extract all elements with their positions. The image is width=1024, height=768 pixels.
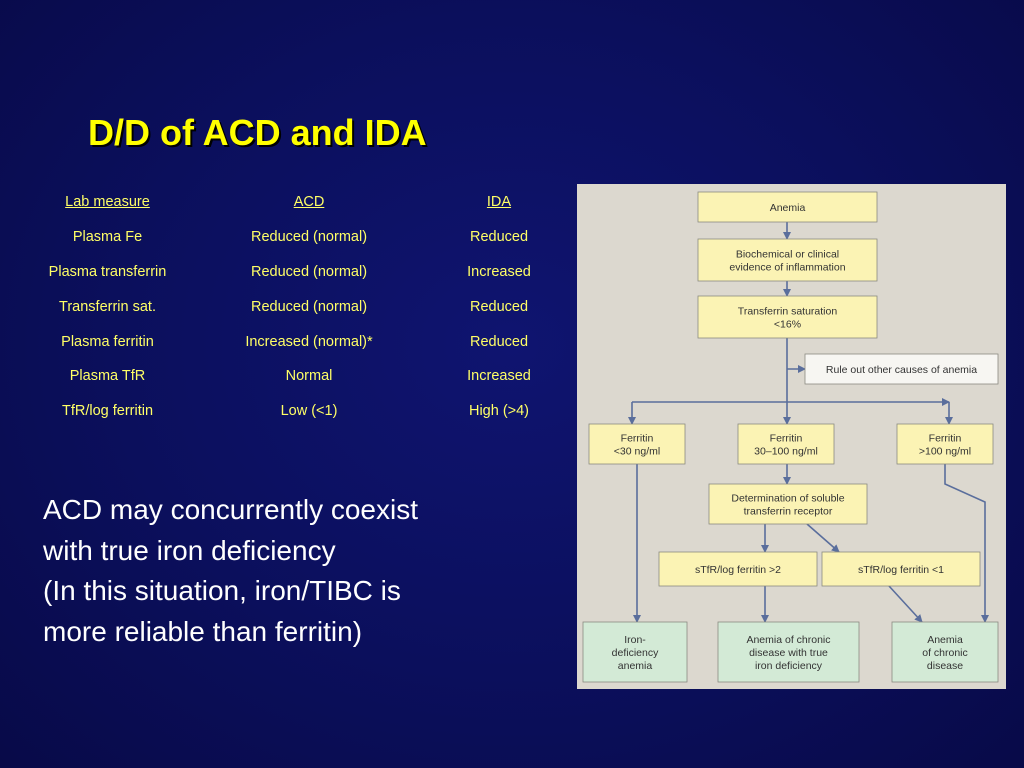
table-row: Plasma Fe Reduced (normal) Reduced: [20, 220, 575, 255]
table-cell: Reduced: [469, 229, 529, 246]
flow-box-label: disease with true: [749, 647, 828, 659]
flow-box-shape: [708, 483, 868, 525]
flow-box-tsat: Transferrin saturation<16%: [697, 295, 878, 339]
flow-box-label: of chronic: [922, 647, 968, 659]
flow-box-label: Anemia: [927, 634, 963, 646]
flow-arrow: [944, 464, 989, 623]
column-header-lab-measure: Lab measure: [65, 194, 150, 211]
table-cell: Normal: [285, 368, 333, 385]
flow-box-label: Iron-: [624, 634, 646, 646]
flow-box-label: sTfR/log ferritin >2: [695, 564, 781, 576]
flow-box-label: Anemia: [770, 202, 806, 214]
column-header-ida: IDA: [486, 194, 512, 211]
table-cell: Plasma TfR: [69, 368, 146, 385]
flow-box-label: iron deficiency: [755, 660, 823, 672]
flow-box-shape: [582, 621, 688, 683]
table-cell: Low (<1): [280, 403, 338, 420]
flow-box-ruleout: Rule out other causes of anemia: [804, 353, 999, 385]
coexistence-note: ACD may concurrently coexist with true i…: [43, 490, 563, 652]
flow-box-label: Rule out other causes of anemia: [826, 364, 977, 376]
flow-box-label: transferrin receptor: [744, 506, 833, 518]
flow-box-shape: [717, 621, 860, 683]
column-header-acd: ACD: [293, 194, 325, 211]
table-cell: Reduced (normal): [250, 229, 368, 246]
flow-box-label: 30–100 ng/ml: [754, 446, 818, 458]
table-row: Transferrin sat. Reduced (normal) Reduce…: [20, 289, 575, 324]
flow-box-label: sTfR/log ferritin <1: [858, 564, 944, 576]
table-cell: Transferrin sat.: [59, 298, 156, 315]
table-cell: Increased: [467, 368, 531, 385]
flow-box-stfr-low: sTfR/log ferritin <1: [821, 551, 981, 587]
table-row: Plasma ferritin Increased (normal)* Redu…: [20, 324, 575, 359]
flow-box-shape: [588, 423, 686, 465]
flow-box-stfr-high: sTfR/log ferritin >2: [658, 551, 818, 587]
flow-box-label: Ferritin: [929, 433, 962, 445]
table-cell: Reduced: [469, 333, 529, 350]
flow-box-label: anemia: [618, 660, 653, 672]
flow-box-label: Transferrin saturation: [738, 306, 838, 318]
flow-box-label: Ferritin: [621, 433, 654, 445]
flow-box-shape: [821, 551, 981, 587]
flow-box-shape: [737, 423, 835, 465]
lab-comparison-table: Lab measure ACD IDA Plasma Fe Reduced (n…: [20, 185, 575, 429]
flow-box-anemia: Anemia: [697, 191, 878, 223]
table-cell: Increased (normal)*: [245, 333, 373, 350]
flow-box-fer-low: Ferritin<30 ng/ml: [588, 423, 686, 465]
flow-arrow: [888, 585, 923, 623]
flow-box-shape: [804, 353, 999, 385]
flow-box-label: Anemia of chronic: [746, 634, 830, 646]
note-line: with true iron deficiency: [43, 534, 336, 566]
note-line: more reliable than ferritin): [43, 615, 363, 647]
flow-box-label: deficiency: [612, 647, 659, 659]
table-cell: Reduced (normal): [250, 263, 368, 280]
flow-box-shape: [658, 551, 818, 587]
flow-box-shape: [891, 621, 999, 683]
table-cell: Reduced (normal): [250, 298, 368, 315]
flow-box-shape: [697, 191, 878, 223]
flow-box-label: >100 ng/ml: [919, 446, 971, 458]
table-cell: High (>4): [468, 403, 530, 420]
table-cell: Plasma Fe: [72, 229, 143, 246]
flow-box-label: disease: [927, 660, 963, 672]
flow-box-label: <16%: [774, 319, 801, 331]
flow-box-label: Determination of soluble: [731, 493, 844, 505]
table-row: Plasma TfR Normal Increased: [20, 359, 575, 394]
slide-title: D/D of ACD and IDA: [88, 112, 427, 153]
flow-arrow: [806, 523, 840, 553]
note-line: (In this situation, iron/TIBC is: [43, 575, 401, 606]
flow-box-shape: [697, 295, 878, 339]
table-cell: Increased: [467, 263, 531, 280]
table-row: Plasma transferrin Reduced (normal) Incr…: [20, 255, 575, 290]
table-row: TfR/log ferritin Low (<1) High (>4): [20, 394, 575, 429]
table-header-row: Lab measure ACD IDA: [20, 185, 575, 220]
flow-box-shape: [697, 238, 878, 282]
table-cell: TfR/log ferritin: [61, 403, 154, 420]
table-cell: Plasma transferrin: [48, 263, 167, 280]
flow-box-shape: [896, 423, 994, 465]
flow-box-label: Biochemical or clinical: [736, 249, 839, 261]
flowchart-arrows: [628, 222, 989, 623]
note-line: ACD may concurrently coexist: [43, 494, 419, 525]
flow-box-label: Ferritin: [770, 433, 803, 445]
flow-box-label: <30 ng/ml: [614, 446, 660, 458]
flow-box-label: evidence of inflammation: [729, 262, 845, 274]
table-cell: Reduced: [469, 298, 529, 315]
table-cell: Plasma ferritin: [61, 333, 154, 350]
flow-box-fer-high: Ferritin>100 ng/ml: [896, 423, 994, 465]
